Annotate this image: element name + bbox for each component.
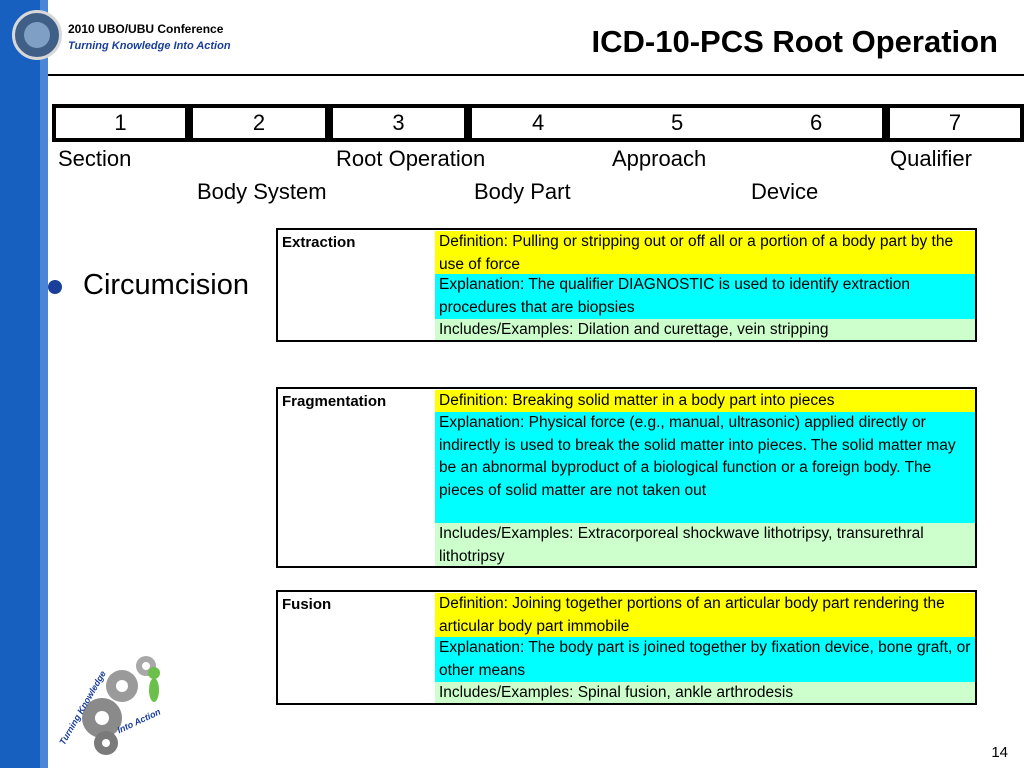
operation-name: Extraction <box>282 234 356 251</box>
operation-includes: Includes/Examples: Spinal fusion, ankle … <box>435 682 975 703</box>
logo-text-bottom: Into Action <box>116 706 163 735</box>
operation-table-extraction: Extraction Definition: Pulling or stripp… <box>276 228 977 342</box>
page-number: 14 <box>991 744 1008 761</box>
operation-name: Fusion <box>282 596 332 613</box>
digit-6: 6 <box>810 110 823 135</box>
code-digit-row: 1 2 3 4 5 6 7 <box>52 104 1024 142</box>
digit-box-7: 7 <box>886 104 1024 142</box>
operation-explanation: Explanation: The body part is joined tog… <box>435 637 975 682</box>
operation-name: Fragmentation <box>282 393 387 410</box>
operation-definition: Definition: Breaking solid matter in a b… <box>435 390 975 412</box>
label-approach: Approach <box>612 146 707 171</box>
dod-seal-icon <box>12 10 62 60</box>
bullet-circumcision: Circumcision <box>83 269 249 301</box>
conference-title: 2010 UBO/UBU Conference <box>68 22 224 36</box>
operation-table-fragmentation: Fragmentation Definition: Breaking solid… <box>276 387 977 568</box>
page-title: ICD-10-PCS Root Operation <box>591 24 998 59</box>
label-qualifier: Qualifier <box>890 146 972 171</box>
digit-box-group <box>468 104 886 142</box>
digit-4: 4 <box>532 110 545 135</box>
bullet-icon <box>48 280 62 294</box>
label-root-operation: Root Operation <box>336 146 486 171</box>
operation-definition: Definition: Pulling or stripping out or … <box>435 231 975 274</box>
operation-includes: Includes/Examples: Dilation and curettag… <box>435 319 975 340</box>
left-accent-stripe <box>40 0 48 768</box>
operation-explanation: Explanation: The qualifier DIAGNOSTIC is… <box>435 274 975 319</box>
label-section: Section <box>58 146 132 171</box>
digit-box-3: 3 <box>329 104 468 142</box>
operation-table-fusion: Fusion Definition: Joining together port… <box>276 590 977 705</box>
title-divider <box>48 74 1024 76</box>
label-device: Device <box>751 179 819 204</box>
operation-explanation: Explanation: Physical force (e.g., manua… <box>435 412 975 523</box>
label-body-part: Body Part <box>474 179 571 204</box>
operation-includes: Includes/Examples: Extracorporeal shockw… <box>435 523 975 566</box>
digit-box-1: 1 <box>52 104 189 142</box>
label-body-system: Body System <box>197 179 327 204</box>
conference-subtitle: Turning Knowledge Into Action <box>68 40 231 52</box>
operation-definition: Definition: Joining together portions of… <box>435 593 975 637</box>
gears-logo-icon: Turning Knowledge Into Action <box>57 656 163 755</box>
digit-box-2: 2 <box>189 104 329 142</box>
digit-5: 5 <box>671 110 684 135</box>
